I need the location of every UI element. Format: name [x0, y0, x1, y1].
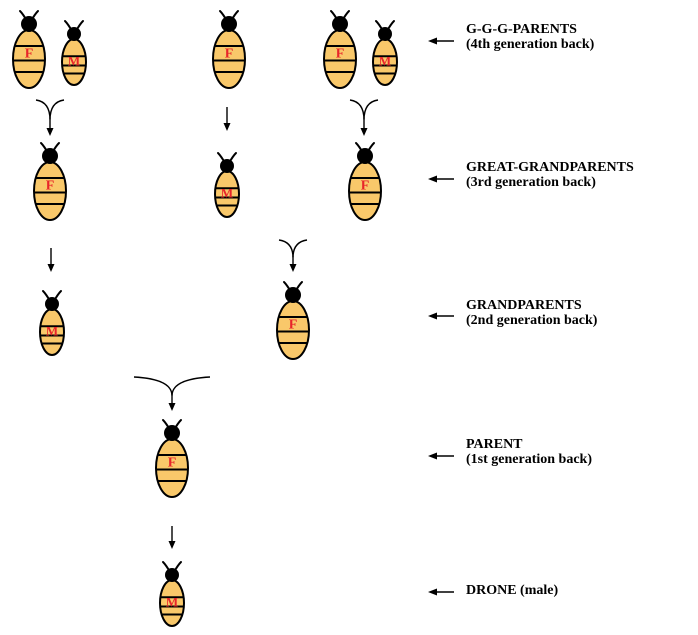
arrowhead-icon	[360, 128, 368, 136]
label-g-subtitle: (2nd generation back)	[466, 313, 598, 328]
label-arrows	[428, 37, 454, 596]
bee-ggg-5: M	[372, 20, 398, 86]
bee-head	[378, 27, 392, 41]
label-gg-subtitle: (3rd generation back)	[466, 175, 596, 190]
bee-sex-letter: M	[46, 324, 58, 339]
label-p-subtitle: (1st generation back)	[466, 452, 592, 467]
bee-sex-letter: F	[336, 47, 345, 62]
bee-ggg-3: F	[212, 10, 246, 89]
bee-sex-letter: F	[46, 179, 55, 194]
bee-sex-letter: F	[25, 47, 34, 62]
merge-curve-right	[49, 99, 65, 120]
arrowhead-icon	[168, 541, 176, 549]
bee-gg-1: F	[33, 142, 67, 221]
merge-curve-left	[35, 99, 51, 120]
arrowhead-icon	[168, 403, 176, 411]
bee-sex-letter: F	[361, 179, 370, 194]
bee-head	[42, 148, 58, 164]
bee-head	[21, 16, 37, 32]
bee-gg-3: F	[348, 142, 382, 221]
merge-curve-left	[278, 239, 294, 258]
bee-sex-letter: M	[166, 595, 178, 610]
bee-g-2: F	[276, 281, 310, 360]
label-ggg-subtitle: (4th generation back)	[466, 37, 595, 52]
label-d: DRONE (male)	[466, 583, 558, 598]
bee-head	[221, 16, 237, 32]
merge-curve-left	[349, 99, 365, 120]
bee-head	[45, 297, 59, 311]
bee-ggg-1: F	[12, 10, 46, 89]
bees: F M F F M F M F M F F M	[12, 10, 398, 627]
bee-sex-letter: F	[225, 47, 234, 62]
bee-head	[164, 425, 180, 441]
bee-head	[165, 568, 179, 582]
label-p: PARENT (1st generation back)	[466, 437, 592, 467]
bee-head	[357, 148, 373, 164]
label-gg: GREAT-GRANDPARENTS (3rd generation back)	[466, 160, 634, 190]
bee-head	[67, 27, 81, 41]
bee-ggg-2: M	[61, 20, 87, 86]
left-arrow-icon	[428, 588, 437, 596]
arrowhead-icon	[289, 264, 297, 272]
bee-head	[220, 159, 234, 173]
left-arrow-icon	[428, 37, 437, 45]
bee-sex-letter: F	[289, 318, 298, 333]
merge-curve-right	[363, 99, 379, 120]
bee-head	[332, 16, 348, 32]
left-arrow-icon	[428, 312, 437, 320]
label-p-title: PARENT	[466, 437, 523, 452]
label-gg-title: GREAT-GRANDPARENTS	[466, 160, 634, 175]
label-g: GRANDPARENTS (2nd generation back)	[466, 298, 597, 328]
left-arrow-icon	[428, 452, 437, 460]
label-g-title: GRANDPARENTS	[466, 298, 582, 313]
bee-p-1: F	[155, 419, 189, 498]
bee-g-1: M	[39, 290, 65, 356]
bee-ggg-4: F	[323, 10, 357, 89]
merge-curve-left	[133, 376, 173, 396]
bee-sex-letter: M	[221, 186, 233, 201]
bee-sex-letter: M	[379, 54, 391, 69]
label-d-title: DRONE (male)	[466, 583, 559, 598]
bee-sex-letter: M	[68, 54, 80, 69]
left-arrow-icon	[428, 175, 437, 183]
bee-head	[285, 287, 301, 303]
label-ggg: G-G-G-PARENTS (4th generation back)	[466, 22, 594, 52]
arrowhead-icon	[46, 128, 54, 136]
arrowhead-icon	[47, 264, 55, 272]
merge-curve-right	[171, 376, 211, 396]
label-ggg-title: G-G-G-PARENTS	[466, 22, 577, 37]
connectors	[35, 99, 379, 549]
merge-curve-right	[292, 239, 308, 258]
bee-gg-2: M	[214, 152, 240, 218]
bee-drone: M	[159, 561, 185, 627]
arrowhead-icon	[223, 123, 231, 131]
bee-sex-letter: F	[168, 456, 177, 471]
